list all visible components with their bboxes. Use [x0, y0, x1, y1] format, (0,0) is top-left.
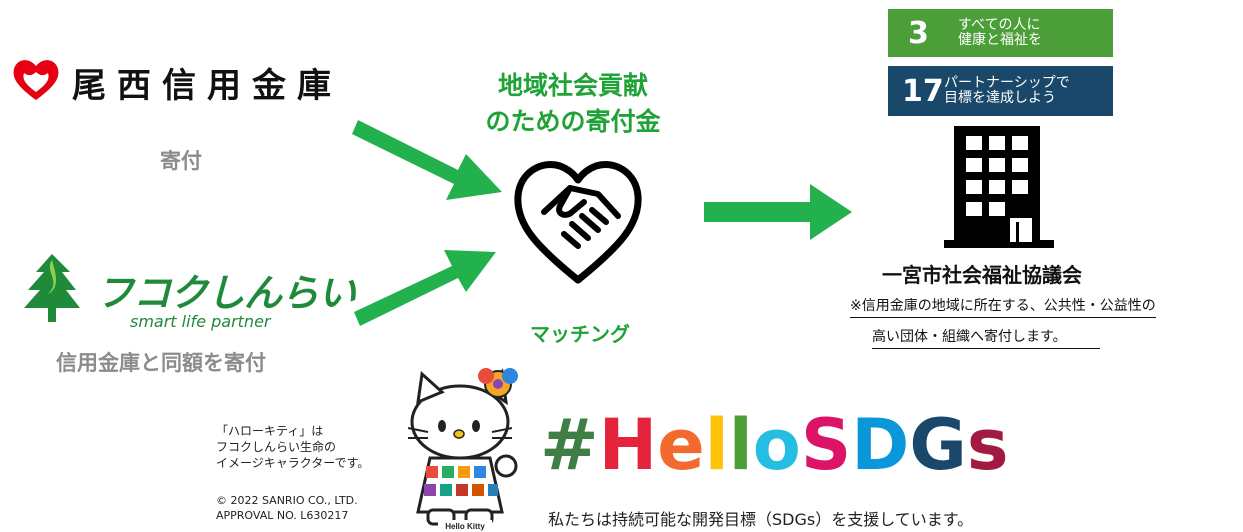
fukoku-brand-name: フコクしんらい	[96, 271, 356, 315]
center-title-line2: のための寄付金	[485, 107, 661, 136]
hello-kitty-illustration: Hello Kitty	[407, 368, 518, 531]
hello-sdgs-hashtag: #HelloSDGs	[540, 404, 1009, 486]
center-title: 地域社会貢献 のための寄付金	[468, 68, 678, 140]
hashtag-char-hash: #	[540, 404, 599, 486]
matching-donation-label: 信用金庫と同額を寄付	[56, 351, 266, 375]
bishin-bank-name: 尾西信用金庫	[72, 66, 342, 106]
kitty-caption: 「ハローキティ」は フコクしんらい生命の イメージキャラクターです。	[216, 423, 369, 471]
hashtag-char-l2: l	[728, 404, 753, 486]
handshake-heart-icon	[514, 161, 642, 284]
bishin-heart-logo	[13, 60, 59, 100]
sdg-goal-17-badge: 17 パートナーシップで 目標を達成しよう	[888, 66, 1113, 116]
kitty-copyright-line1: © 2022 SANRIO CO., LTD.	[216, 494, 358, 507]
hashtag-char-s2: s	[966, 404, 1009, 486]
hashtag-char-d: D	[851, 404, 910, 486]
sdg-goal-3-line2: 健康と福祉を	[958, 32, 1042, 48]
kitty-copyright-line2: APPROVAL NO. L630217	[216, 509, 349, 522]
recipient-note-line1: ※信用金庫の地域に所在する、公共性・公益性の	[850, 295, 1156, 318]
donation-arrows	[352, 120, 502, 326]
sdg-goal-3-badge: 3 すべての人に 健康と福祉を	[888, 9, 1113, 57]
kitty-caption-line1: 「ハローキティ」は	[216, 424, 324, 438]
donation-label: 寄付	[160, 149, 202, 173]
fukoku-tree-logo	[24, 254, 80, 322]
arrow-to-recipient	[704, 184, 852, 240]
hashtag-char-o: o	[752, 404, 801, 486]
hashtag-char-g: G	[909, 404, 967, 486]
center-title-line1: 地域社会貢献	[497, 71, 648, 100]
hashtag-char-e: e	[657, 404, 705, 486]
sdg-goal-17-line1: パートナーシップで	[944, 75, 1070, 91]
arrow-from-bishin	[352, 120, 502, 200]
hashtag-char-h: H	[598, 404, 658, 486]
hashtag-char-l1: l	[704, 404, 729, 486]
building-icon	[944, 126, 1054, 248]
sdgs-support-slogan: 私たちは持続可能な開発目標（SDGs）を支援しています。	[548, 510, 974, 529]
sdg-goal-17-number: 17	[902, 73, 944, 109]
sdg-goal-17-line2: 目標を達成しよう	[944, 90, 1056, 106]
kitty-caption-line3: イメージキャラクターです。	[216, 456, 370, 470]
kitty-caption-line2: フコクしんらい生命の	[216, 440, 337, 454]
arrow-from-fukoku	[354, 250, 496, 326]
recipient-note-line2: 高い団体・組織へ寄付します。	[872, 326, 1100, 349]
hello-kitty-badge: Hello Kitty	[445, 522, 485, 531]
sdg-goal-3-number: 3	[908, 15, 929, 51]
kitty-copyright: © 2022 SANRIO CO., LTD. APPROVAL NO. L63…	[216, 493, 358, 523]
fukoku-tagline: smart life partner	[130, 312, 271, 331]
matching-label: マッチング	[530, 322, 630, 346]
sdg-goal-3-line1: すべての人に	[958, 17, 1041, 33]
recipient-name: 一宮市社会福祉協議会	[882, 263, 1082, 287]
hashtag-char-s: S	[800, 404, 852, 486]
